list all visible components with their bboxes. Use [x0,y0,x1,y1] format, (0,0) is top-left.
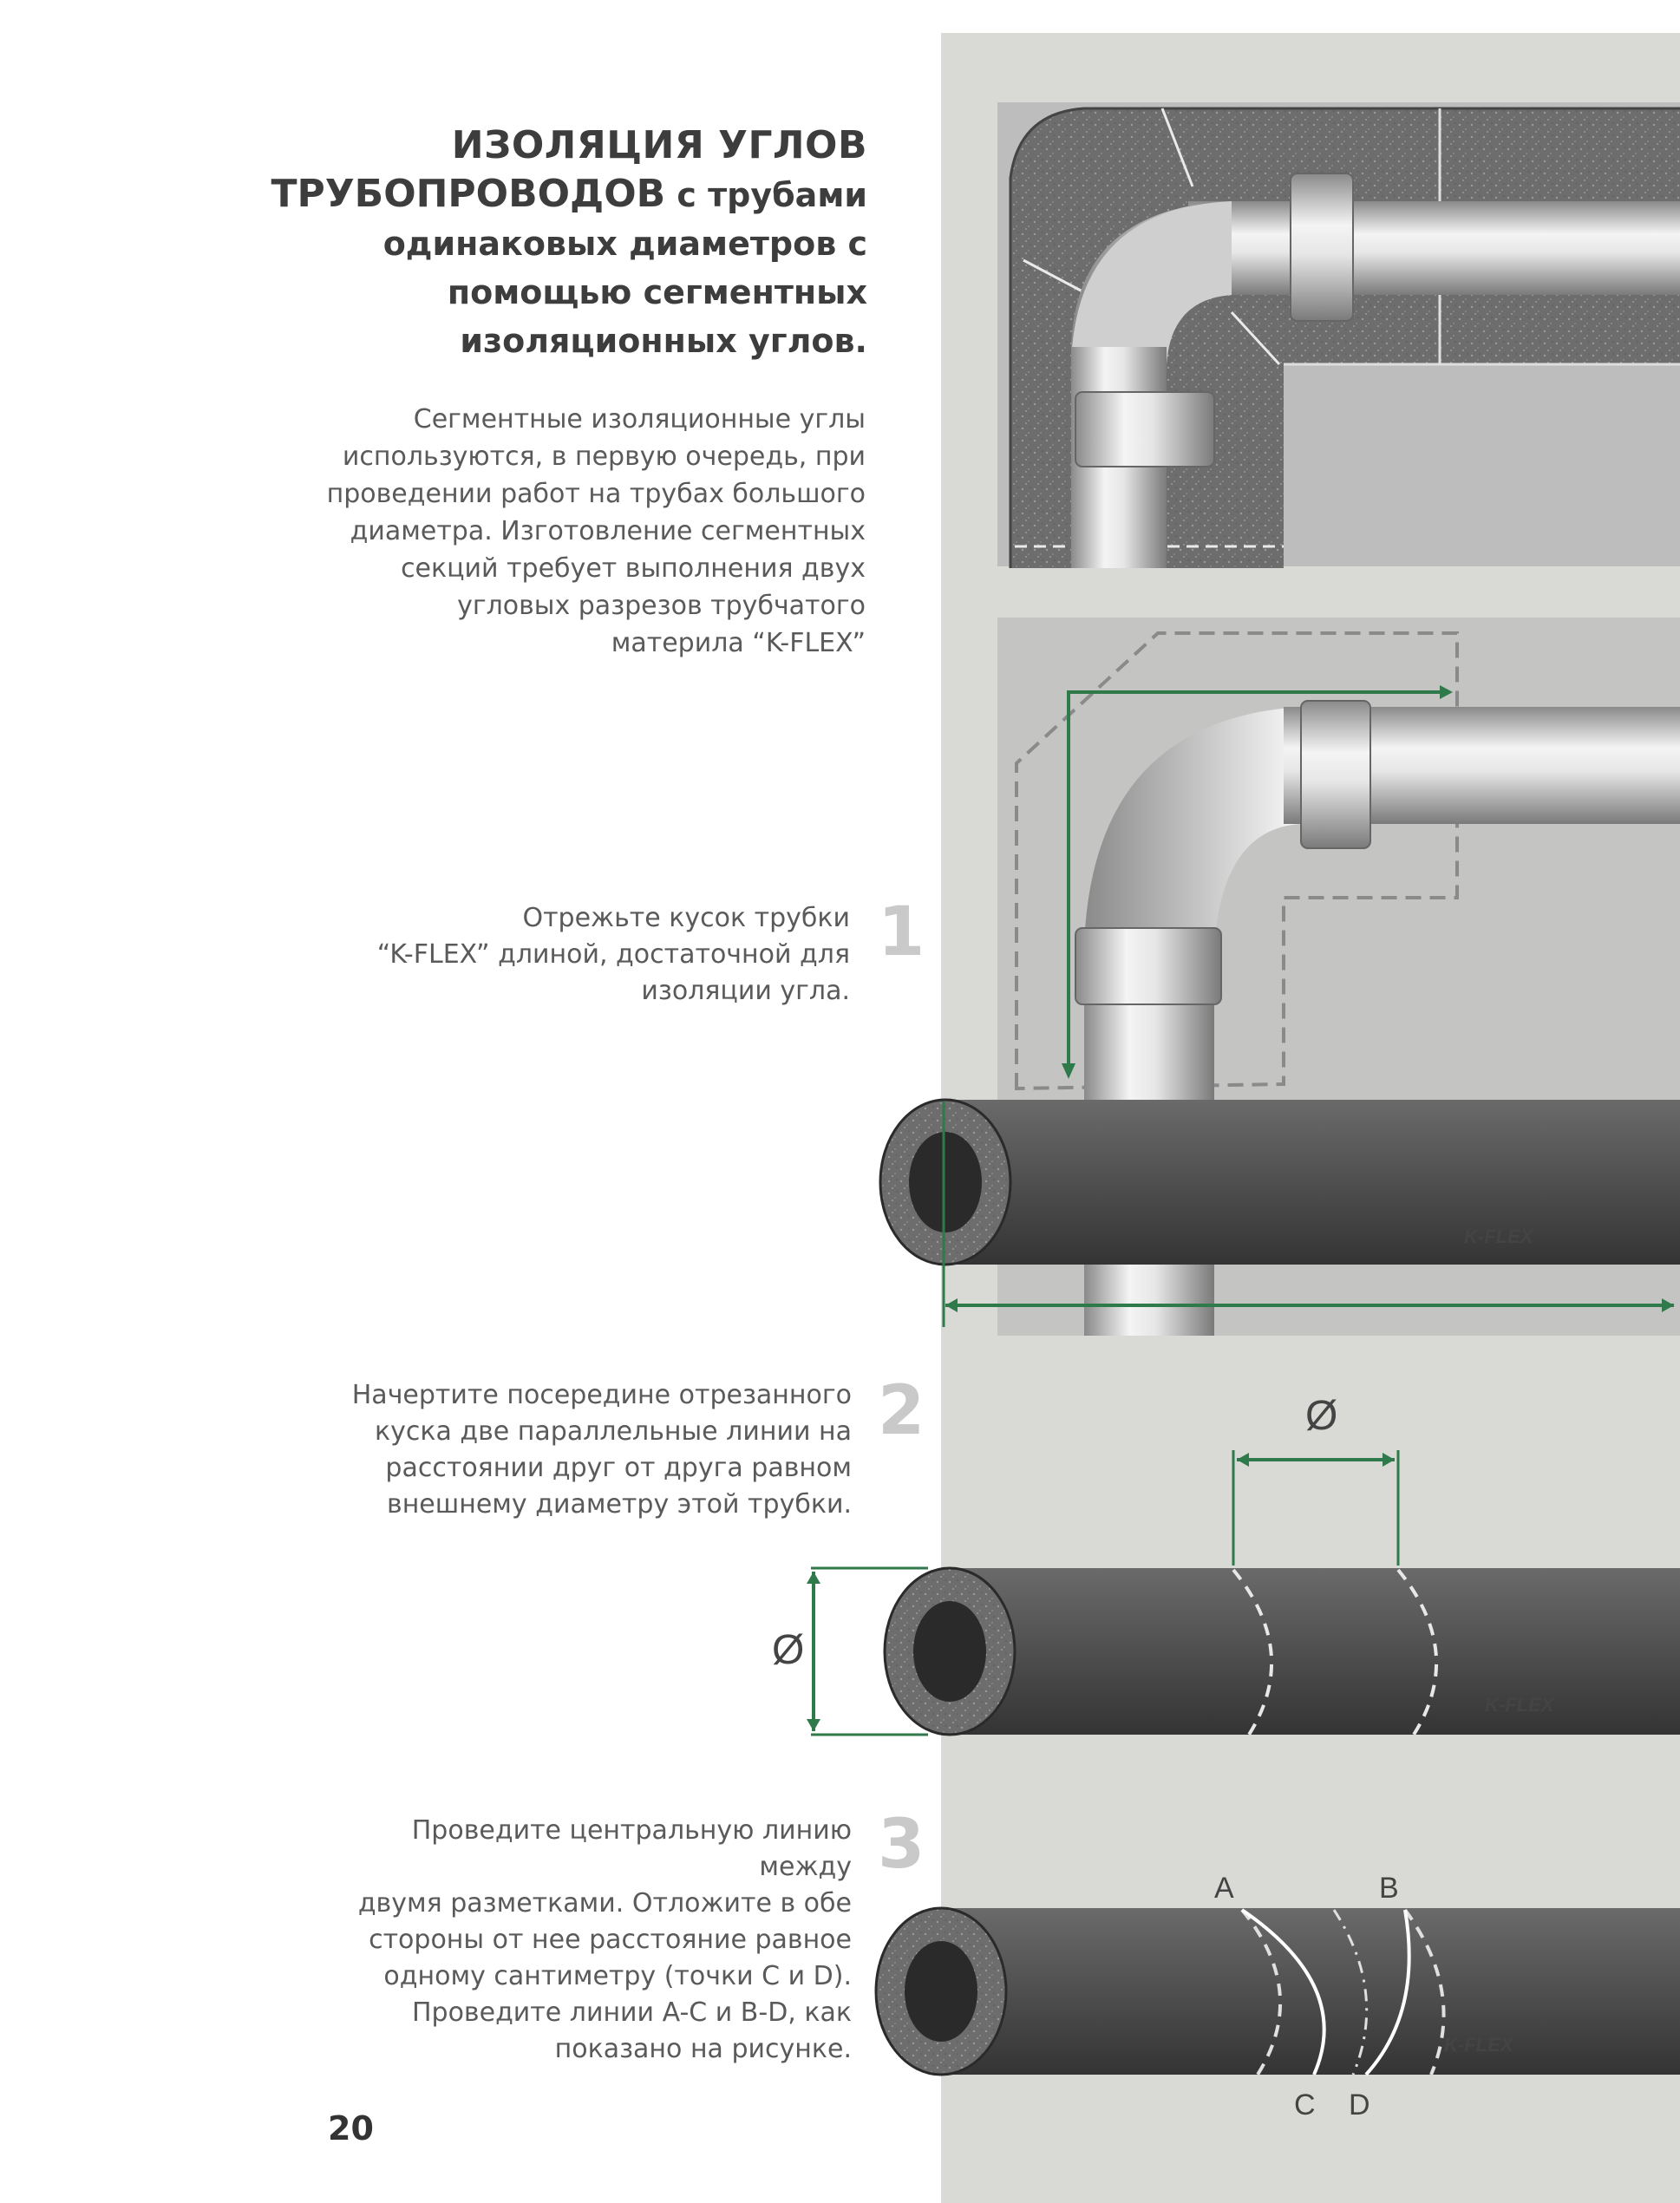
step-3-line: показано на рисунке. [554,2034,852,2064]
step-1-text: Отрежьте кусок трубки “K-FLEX” длиной, д… [330,900,850,1010]
point-a-label: A [1214,1872,1234,1905]
title-line-2-rest: с трубами [665,176,867,214]
title-line-1: ИЗОЛЯЦИЯ УГЛОВ [451,123,867,167]
tube-step2: K-FLEX Ø Ø [772,1393,1680,1736]
step-1-line: “K-FLEX” длиной, достаточной для [376,939,850,970]
intro-line: материла “K-FLEX” [611,628,866,658]
step-1-line: изоляции угла. [641,976,850,1006]
step-2-line: куска две параллельные линии на [374,1416,852,1447]
step-3-line: Проведите линии A-C и B-D, как [411,1997,852,2028]
step-2-line: внешнему диаметру этой трубки. [387,1489,852,1520]
step-1-line: Отрежьте кусок трубки [522,903,850,933]
tube-step3: K-FLEX A B C D [874,1872,1680,2121]
diameter-label-vertical: Ø [772,1627,804,1673]
brand-label-2: K-FLEX [1485,1694,1555,1716]
step-1-number: 1 [878,893,925,971]
intro-line: диаметра. Изготовление сегментных [350,516,866,546]
intro-line: Сегментные изоляционные углы [413,404,866,435]
step-2-number: 2 [878,1372,925,1450]
title-line-3: одинаковых диаметров с [382,225,867,263]
step-2-text: Начертите посередине отрезанного куска д… [330,1377,852,1523]
diameter-label-horizontal: Ø [1305,1393,1337,1439]
intro-paragraph: Сегментные изоляционные углы используютс… [286,401,866,662]
step-2-line: Начертите посередине отрезанного [351,1380,852,1410]
title-line-5: изоляционных углов. [460,322,867,360]
tube-step1: K-FLEX [879,1098,1680,1327]
step-3-line: одному сантиметру (точки C и D). [383,1961,852,1991]
intro-line: используются, в первую очередь, при [342,441,866,472]
brand-label-3: K-FLEX [1444,2034,1514,2056]
page-number: 20 [328,2109,374,2147]
step-3-number: 3 [878,1806,925,1884]
step-3-line: Проведите центральную линию между [411,1815,852,1882]
title-line-2-caps: ТРУБОПРОВОДОВ [271,172,666,216]
step-3-line: стороны от нее расстояние равное [369,1925,852,1955]
title-line-4: помощью сегментных [447,273,867,311]
step-2-line: расстоянии друг от друга равном [385,1453,852,1483]
insulated-elbow-figure [997,102,1680,568]
point-d-label: D [1349,2089,1370,2121]
title-line-2: ТРУБОПРОВОДОВ с трубами [260,170,867,219]
point-b-label: B [1379,1872,1399,1905]
step-3-text: Проведите центральную линию между двумя … [330,1813,852,2068]
intro-line: секций требует выполнения двух [401,553,866,584]
brand-label-1: K-FLEX [1464,1226,1534,1247]
intro-line: проведении работ на трубах большого [326,479,866,509]
step-3-line: двумя разметками. Отложите в обе [357,1888,852,1919]
point-c-label: C [1294,2089,1316,2121]
page-title: ИЗОЛЯЦИЯ УГЛОВ ТРУБОПРОВОДОВ с трубами о… [260,121,867,365]
intro-line: угловых разрезов трубчатого [457,591,866,621]
